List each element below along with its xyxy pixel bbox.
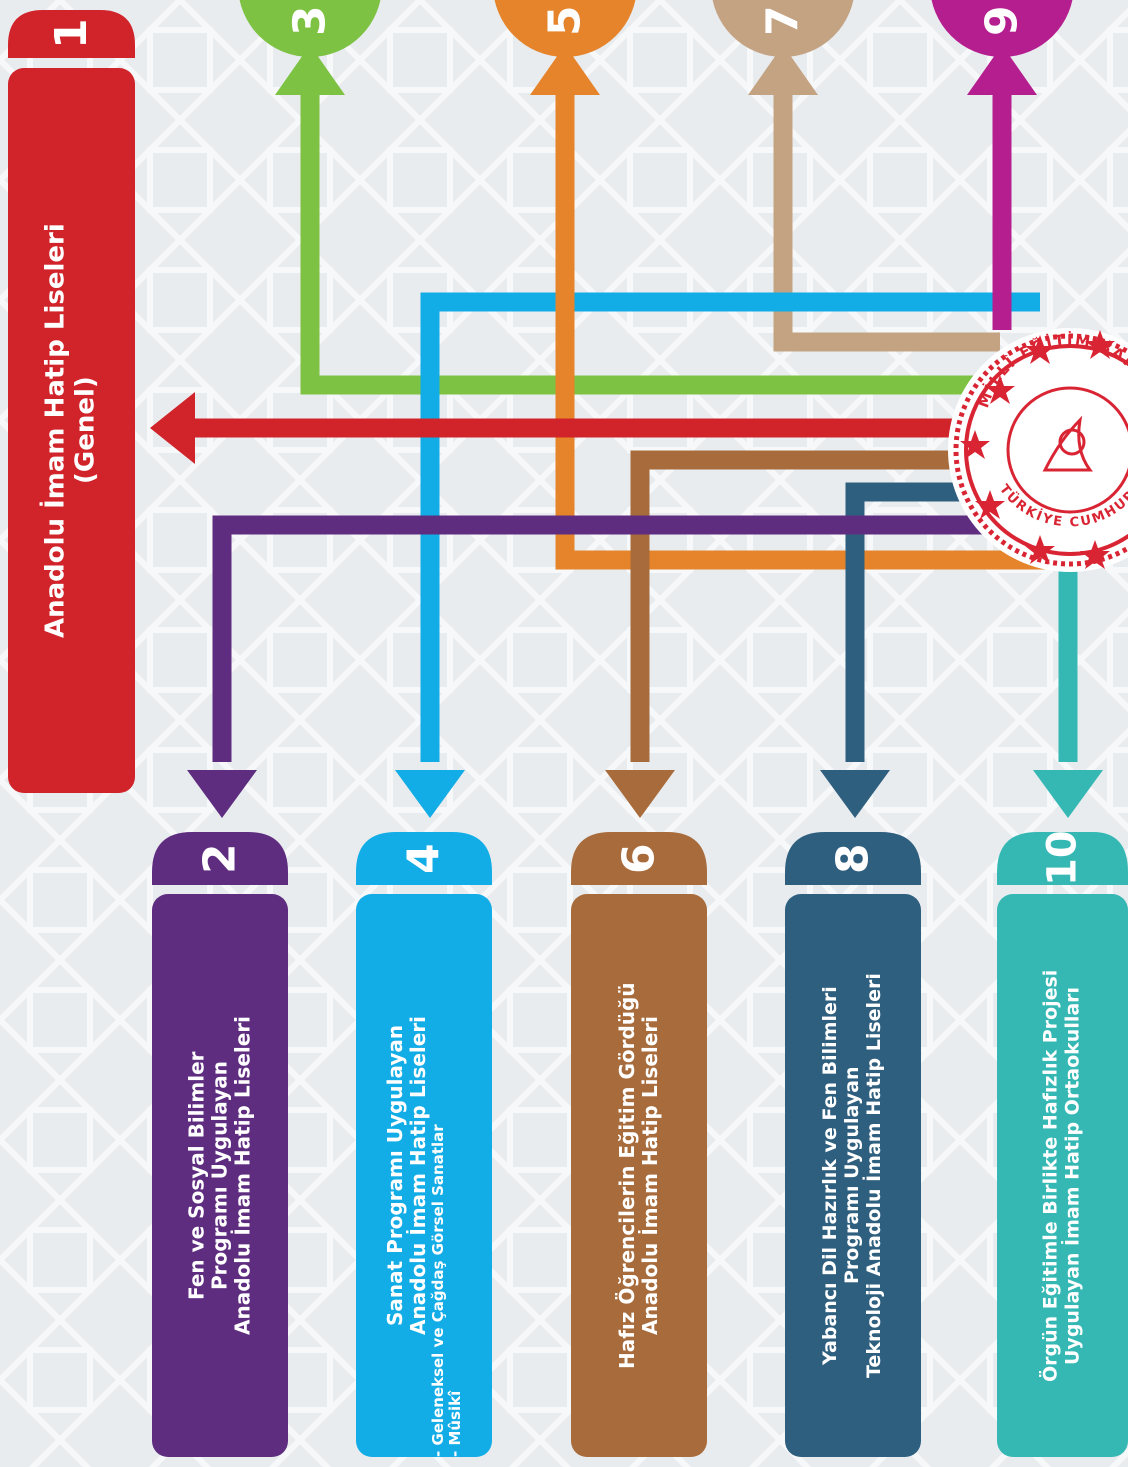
top-number-9: 9: [976, 5, 1028, 37]
box-number-1: 1: [46, 18, 97, 50]
box-number-8: 8: [827, 843, 879, 874]
arrowhead-icon: [395, 770, 465, 818]
box-number-10: 10: [1039, 830, 1086, 887]
tab-10: [997, 832, 1128, 885]
circle-3: [239, 0, 381, 57]
tab-6: [571, 832, 707, 885]
box-6-label: Hafız Öğrencilerin Eğitim Gördüğü Anadol…: [571, 894, 707, 1457]
arrowhead-icon: [275, 45, 345, 95]
tab-4: [356, 832, 492, 885]
box-2: [152, 832, 288, 1457]
box-4-sub-2: - Mûsikî: [446, 1390, 464, 1457]
box-1-line-2: (Genel): [70, 376, 101, 485]
connector-brown: [630, 450, 1010, 762]
connector-purple: [212, 515, 1030, 762]
box-number-2: 2: [194, 843, 246, 874]
box-6-line-1: Hafız Öğrencilerin Eğitim Gördüğü: [615, 982, 639, 1369]
panel-6: [571, 894, 707, 1457]
connector-blue: [420, 292, 1040, 762]
box-4-label: Sanat Programı Uygulayan Anadolu İmam Ha…: [356, 894, 492, 1457]
box-10-line-2: Uygulayan İmam Hatip Ortaokulları: [1061, 986, 1084, 1365]
connector-orange: [555, 95, 1070, 570]
panel-4: [356, 894, 492, 1457]
box-6: [571, 832, 707, 1457]
box-6-line-2: Anadolu İmam Hatip Liseleri: [638, 1015, 662, 1336]
box-2-label: Fen ve Sosyal Bilimler Programı Uygulaya…: [152, 894, 288, 1457]
arrowhead-icon: [748, 45, 818, 95]
box-2-line-3: Anadolu İmam Hatip Liseleri: [230, 1015, 255, 1336]
circle-7: [712, 0, 854, 57]
box-4-line-1: Sanat Programı Uygulayan: [382, 1024, 407, 1327]
arrowhead-icon: [187, 770, 257, 818]
panel-2: [152, 894, 288, 1457]
connector-navy: [845, 482, 1000, 762]
top-number-3: 3: [284, 5, 336, 37]
box-8-label: Yabancı Dil Hazırlık ve Fen Bilimleri Pr…: [785, 894, 921, 1457]
box-10-label: Örgün Eğitimle Birlikte Hafızlık Projesi…: [997, 894, 1128, 1457]
box-2-line-2: Programı Uygulayan: [207, 1061, 232, 1290]
tab-1: [8, 10, 135, 58]
box-number-6: 6: [613, 843, 665, 874]
box-number-4: 4: [398, 843, 450, 874]
box-2-line-1: Fen ve Sosyal Bilimler: [184, 1051, 209, 1300]
box-4-sub-1: - Geleneksel ve Çağdaş Görsel Sanatlar: [428, 1124, 447, 1457]
panel-1: [8, 68, 135, 793]
panel-10: [997, 894, 1128, 1457]
box-1-line-1: Anadolu İmam Hatip Liseleri: [40, 223, 71, 638]
box-10-line-1: Örgün Eğitimle Birlikte Hafızlık Projesi: [1039, 969, 1062, 1382]
tab-8: [785, 832, 921, 885]
top-number-5: 5: [539, 5, 591, 37]
arrowhead-icon: [605, 770, 675, 818]
arrowhead-icon: [530, 45, 600, 95]
circle-9: [931, 0, 1073, 57]
box-1: [8, 10, 135, 793]
box-8: [785, 832, 921, 1457]
arrowhead-icon: [1033, 770, 1103, 818]
box-8-line-1: Yabancı Dil Hazırlık ve Fen Bilimleri: [819, 986, 842, 1365]
box-10: [997, 832, 1128, 1457]
box-4-line-2: Anadolu İmam Hatip Liseleri: [405, 1015, 430, 1336]
arrowheads: [150, 45, 1103, 818]
tab-2: [152, 832, 288, 885]
box-8-line-3: Teknoloji Anadolu İmam Hatip Liseleri: [862, 973, 885, 1378]
arrowhead-icon: [967, 45, 1037, 95]
connector-tan: [773, 95, 1000, 352]
arrowhead-icon: [150, 392, 195, 464]
panel-8: [785, 894, 921, 1457]
arrowhead-icon: [820, 770, 890, 818]
top-number-circles: [239, 0, 1073, 57]
top-number-7: 7: [757, 5, 809, 37]
circle-5: [494, 0, 636, 57]
connector-green: [300, 95, 1000, 395]
box-8-line-2: Programı Uygulayan: [841, 1066, 864, 1285]
box-1-label: Anadolu İmam Hatip Liseleri (Genel): [8, 68, 135, 793]
box-4: [356, 832, 492, 1457]
